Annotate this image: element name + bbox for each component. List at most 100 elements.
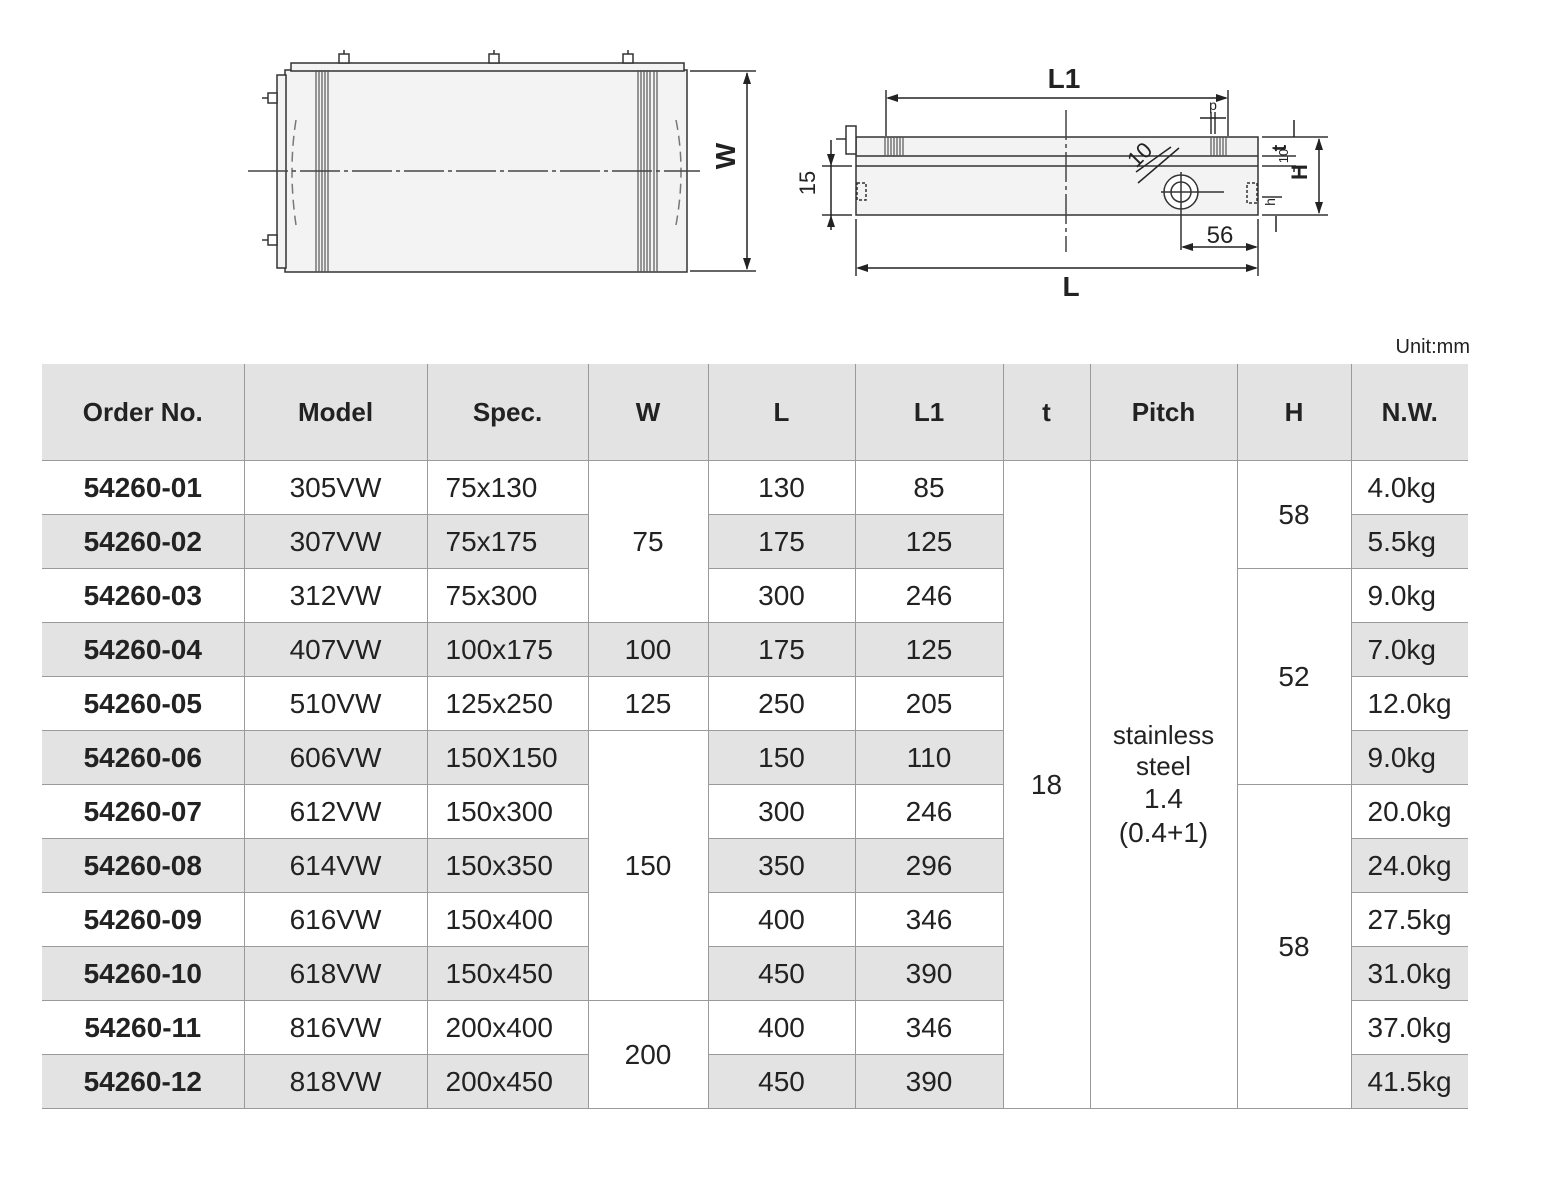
l1-cell: 246 bbox=[854, 568, 1003, 623]
fifteen-dimension-label: 15 bbox=[795, 171, 820, 195]
l1-dimension-label: L1 bbox=[1048, 63, 1081, 94]
table-row: 54260-12 818VW 200x450 450 390 41.5kg bbox=[42, 1054, 1468, 1109]
header-model: Model bbox=[243, 364, 427, 461]
table-row: 54260-04 407VW 100x175 100 175 125 7.0kg bbox=[42, 622, 1468, 677]
model-cell: 816VW bbox=[243, 1000, 427, 1055]
l-cell: 250 bbox=[707, 676, 855, 731]
spec-cell: 75x130 bbox=[426, 460, 588, 515]
model-cell: 606VW bbox=[243, 730, 427, 785]
h-lower-dimension-label: h bbox=[1262, 198, 1278, 206]
spec-cell: 75x300 bbox=[426, 568, 588, 623]
l1-cell: 246 bbox=[854, 784, 1003, 839]
w-cell: 75 bbox=[587, 460, 708, 623]
w-cell: 100 bbox=[587, 622, 708, 677]
table-row: 54260-01 305VW 75x130 75 130 85 18 stain… bbox=[42, 460, 1468, 1109]
l-cell: 400 bbox=[707, 892, 855, 947]
order-no-cell: 54260-02 bbox=[42, 514, 244, 569]
spec-cell: 200x400 bbox=[426, 1000, 588, 1055]
header-h: H bbox=[1236, 364, 1351, 461]
nw-cell: 7.0kg bbox=[1350, 622, 1468, 677]
l-cell: 300 bbox=[707, 784, 855, 839]
l-dimension-label: L bbox=[1062, 271, 1079, 302]
l1-cell: 110 bbox=[854, 730, 1003, 785]
l1-cell: 390 bbox=[854, 946, 1003, 1001]
model-cell: 312VW bbox=[243, 568, 427, 623]
l1-cell: 125 bbox=[854, 622, 1003, 677]
l-cell: 175 bbox=[707, 514, 855, 569]
order-no-cell: 54260-07 bbox=[42, 784, 244, 839]
l1-cell: 390 bbox=[854, 1054, 1003, 1109]
spec-cell: 150x300 bbox=[426, 784, 588, 839]
nw-cell: 37.0kg bbox=[1350, 1000, 1468, 1055]
l1-cell: 346 bbox=[854, 1000, 1003, 1055]
h-cell: 58 bbox=[1236, 460, 1351, 569]
fifty-six-dimension-label: 56 bbox=[1207, 222, 1234, 249]
order-no-cell: 54260-04 bbox=[42, 622, 244, 677]
model-cell: 818VW bbox=[243, 1054, 427, 1109]
unit-label: Unit:mm bbox=[1395, 336, 1470, 358]
t-cell: 18 bbox=[1002, 460, 1090, 1109]
table-row: 54260-07 612VW 150x300 300 246 58 20.0kg bbox=[42, 784, 1468, 1109]
header-w: W bbox=[587, 364, 708, 461]
header-l1: L1 bbox=[854, 364, 1003, 461]
p-dimension-label: p bbox=[1209, 97, 1217, 113]
header-l: L bbox=[707, 364, 855, 461]
header-pitch: Pitch bbox=[1089, 364, 1237, 461]
spec-cell: 125x250 bbox=[426, 676, 588, 731]
t-dimension-label: t bbox=[1269, 144, 1291, 151]
spec-cell: 200x450 bbox=[426, 1054, 588, 1109]
spec-cell: 100x175 bbox=[426, 622, 588, 677]
ten-small-dimension-label: 10 bbox=[1276, 149, 1291, 163]
l1-cell: 125 bbox=[854, 514, 1003, 569]
nw-cell: 24.0kg bbox=[1350, 838, 1468, 893]
order-no-cell: 54260-09 bbox=[42, 892, 244, 947]
order-no-cell: 54260-06 bbox=[42, 730, 244, 785]
spec-cell: 150x400 bbox=[426, 892, 588, 947]
nw-cell: 9.0kg bbox=[1350, 730, 1468, 785]
l1-cell: 346 bbox=[854, 892, 1003, 947]
model-cell: 614VW bbox=[243, 838, 427, 893]
header-spec: Spec. bbox=[426, 364, 588, 461]
h-upper-dimension-label: H bbox=[1287, 164, 1312, 180]
model-cell: 305VW bbox=[243, 460, 427, 515]
h-cell: 58 bbox=[1236, 784, 1351, 1109]
order-no-cell: 54260-05 bbox=[42, 676, 244, 731]
pitch-line-2: steel bbox=[1136, 750, 1191, 781]
l1-cell: 85 bbox=[854, 460, 1003, 515]
w-cell: 200 bbox=[587, 1000, 708, 1109]
order-no-cell: 54260-11 bbox=[42, 1000, 244, 1055]
spec-cell: 75x175 bbox=[426, 514, 588, 569]
spec-cell: 150x450 bbox=[426, 946, 588, 1001]
pitch-line-1: stainless bbox=[1112, 719, 1215, 750]
pitch-line-3: 1.4 bbox=[1144, 782, 1183, 814]
order-no-cell: 54260-10 bbox=[42, 946, 244, 1001]
model-cell: 307VW bbox=[243, 514, 427, 569]
order-no-cell: 54260-01 bbox=[42, 460, 244, 515]
order-no-cell: 54260-03 bbox=[42, 568, 244, 623]
model-cell: 612VW bbox=[243, 784, 427, 839]
l-cell: 350 bbox=[707, 838, 855, 893]
l-cell: 130 bbox=[707, 460, 855, 515]
table-header-row: Order No. Model Spec. W L L1 t Pitch H N… bbox=[42, 364, 1468, 461]
table-row: 54260-03 312VW 75x300 300 246 52 9.0kg bbox=[42, 568, 1468, 785]
w-cell: 125 bbox=[587, 676, 708, 731]
l-cell: 400 bbox=[707, 1000, 855, 1055]
order-no-cell: 54260-08 bbox=[42, 838, 244, 893]
nw-cell: 27.5kg bbox=[1350, 892, 1468, 947]
l-cell: 450 bbox=[707, 946, 855, 1001]
header-t: t bbox=[1002, 364, 1090, 461]
nw-cell: 4.0kg bbox=[1350, 460, 1468, 515]
nw-cell: 31.0kg bbox=[1350, 946, 1468, 1001]
order-no-cell: 54260-12 bbox=[42, 1054, 244, 1109]
table-row: 54260-11 816VW 200x400 200 400 346 37.0k… bbox=[42, 1000, 1468, 1109]
nw-cell: 9.0kg bbox=[1350, 568, 1468, 623]
table-row: 54260-08 614VW 150x350 350 296 24.0kg bbox=[42, 838, 1468, 893]
h-cell: 52 bbox=[1236, 568, 1351, 785]
model-cell: 407VW bbox=[243, 622, 427, 677]
pitch-line-4: (0.4+1) bbox=[1118, 816, 1209, 848]
l-cell: 450 bbox=[707, 1054, 855, 1109]
top-view-drawing bbox=[248, 50, 756, 273]
w-dimension-label: W bbox=[710, 142, 741, 169]
pitch-cell: stainless steel 1.4 (0.4+1) bbox=[1089, 460, 1237, 1109]
l1-cell: 296 bbox=[854, 838, 1003, 893]
